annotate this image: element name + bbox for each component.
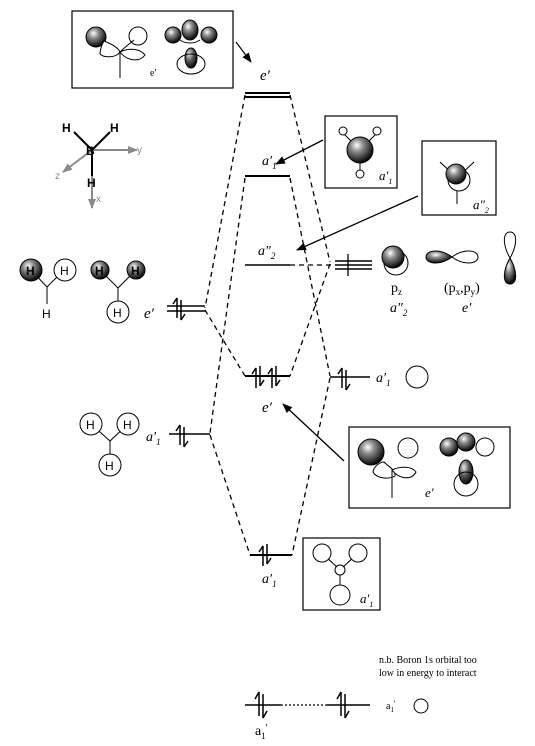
boron-py-orbital <box>503 231 517 285</box>
svg-text:e′: e′ <box>425 485 434 500</box>
boron-a1-label: a′1 <box>376 371 391 388</box>
svg-text:e': e' <box>150 68 156 79</box>
pxpy-symmetry-label: e′ <box>462 301 472 316</box>
a1-antibonding-box: a′1 <box>324 115 398 189</box>
svg-text:H: H <box>60 264 69 278</box>
mo-levels <box>245 92 292 556</box>
correlation-lines <box>204 94 335 556</box>
axis-z-label: z <box>55 171 60 182</box>
e-top-label: e′ <box>260 68 271 84</box>
svg-text:a′1: a′1 <box>360 591 373 609</box>
atom-h-right: H <box>110 121 119 135</box>
boron-1s-orbital <box>413 698 429 714</box>
boron-s-level <box>330 367 370 391</box>
a1-antibonding-label: a′1 <box>262 154 277 171</box>
e-bonding-label: e′ <box>262 400 273 416</box>
axis-y-label: y <box>137 145 142 156</box>
svg-text:H: H <box>42 307 51 321</box>
h3-e-level <box>167 297 205 321</box>
svg-text:H: H <box>95 264 104 278</box>
h3-a1-label: a′1 <box>146 430 161 447</box>
electrons-e-bonding <box>251 366 281 388</box>
a2-level-label: a″2 <box>258 244 276 261</box>
svg-text:H: H <box>113 306 122 320</box>
e-orbital-drawing-left <box>85 26 148 78</box>
atom-h-bottom: H <box>87 176 96 190</box>
arrow-top-to-e <box>235 41 252 63</box>
svg-text:H: H <box>86 418 95 432</box>
boron-1s-label: a1' <box>386 699 396 714</box>
svg-text:a′1: a′1 <box>379 168 392 186</box>
e-bonding-box: e′ <box>348 426 511 509</box>
top-e-orbital-box: e' <box>71 10 234 89</box>
pxpy-label: (px,py) <box>444 281 480 297</box>
a2-box: a″2 <box>421 140 497 216</box>
svg-text:H: H <box>123 418 132 432</box>
h3-a1-orbital: H H H <box>79 412 140 477</box>
boron-px-orbital <box>425 250 479 264</box>
pz-symmetry-label: a″2 <box>390 301 408 318</box>
bh3-axes-drawing: H H B H y z x <box>55 121 142 209</box>
atom-b: B <box>86 144 95 158</box>
note-line-2: low in energy to interact <box>379 668 477 679</box>
core-a1-label: a1' <box>255 723 268 741</box>
h3-a1-level <box>169 424 210 448</box>
core-levels <box>245 691 370 719</box>
boron-p-levels <box>335 254 372 276</box>
arrow-a1-box-to-level <box>275 139 324 165</box>
svg-text:a″2: a″2 <box>473 197 489 215</box>
h3-e-orbitals: H H H H H H <box>19 258 146 324</box>
e-orbital-drawing-right <box>164 19 218 75</box>
svg-text:H: H <box>26 264 35 278</box>
top-box-e-label: e' <box>150 68 156 79</box>
atom-h-left: H <box>62 121 71 135</box>
electrons-a1-bonding <box>258 544 272 566</box>
a1-bonding-label: a′1 <box>262 572 277 589</box>
axis-x-label: x <box>96 194 101 205</box>
svg-text:H: H <box>105 459 114 473</box>
note-line-1: n.b. Boron 1s orbital too <box>379 655 477 666</box>
a1-bonding-box: a′1 <box>302 537 381 611</box>
arrow-e-box-to-level <box>282 403 345 462</box>
pz-label: pz <box>391 281 402 297</box>
boron-s-orbital <box>405 365 429 389</box>
svg-text:H: H <box>131 264 140 278</box>
boron-pz-orbital <box>381 245 409 276</box>
h3-e-label: e′ <box>144 306 155 322</box>
arrow-a2-box-to-level <box>296 195 419 251</box>
